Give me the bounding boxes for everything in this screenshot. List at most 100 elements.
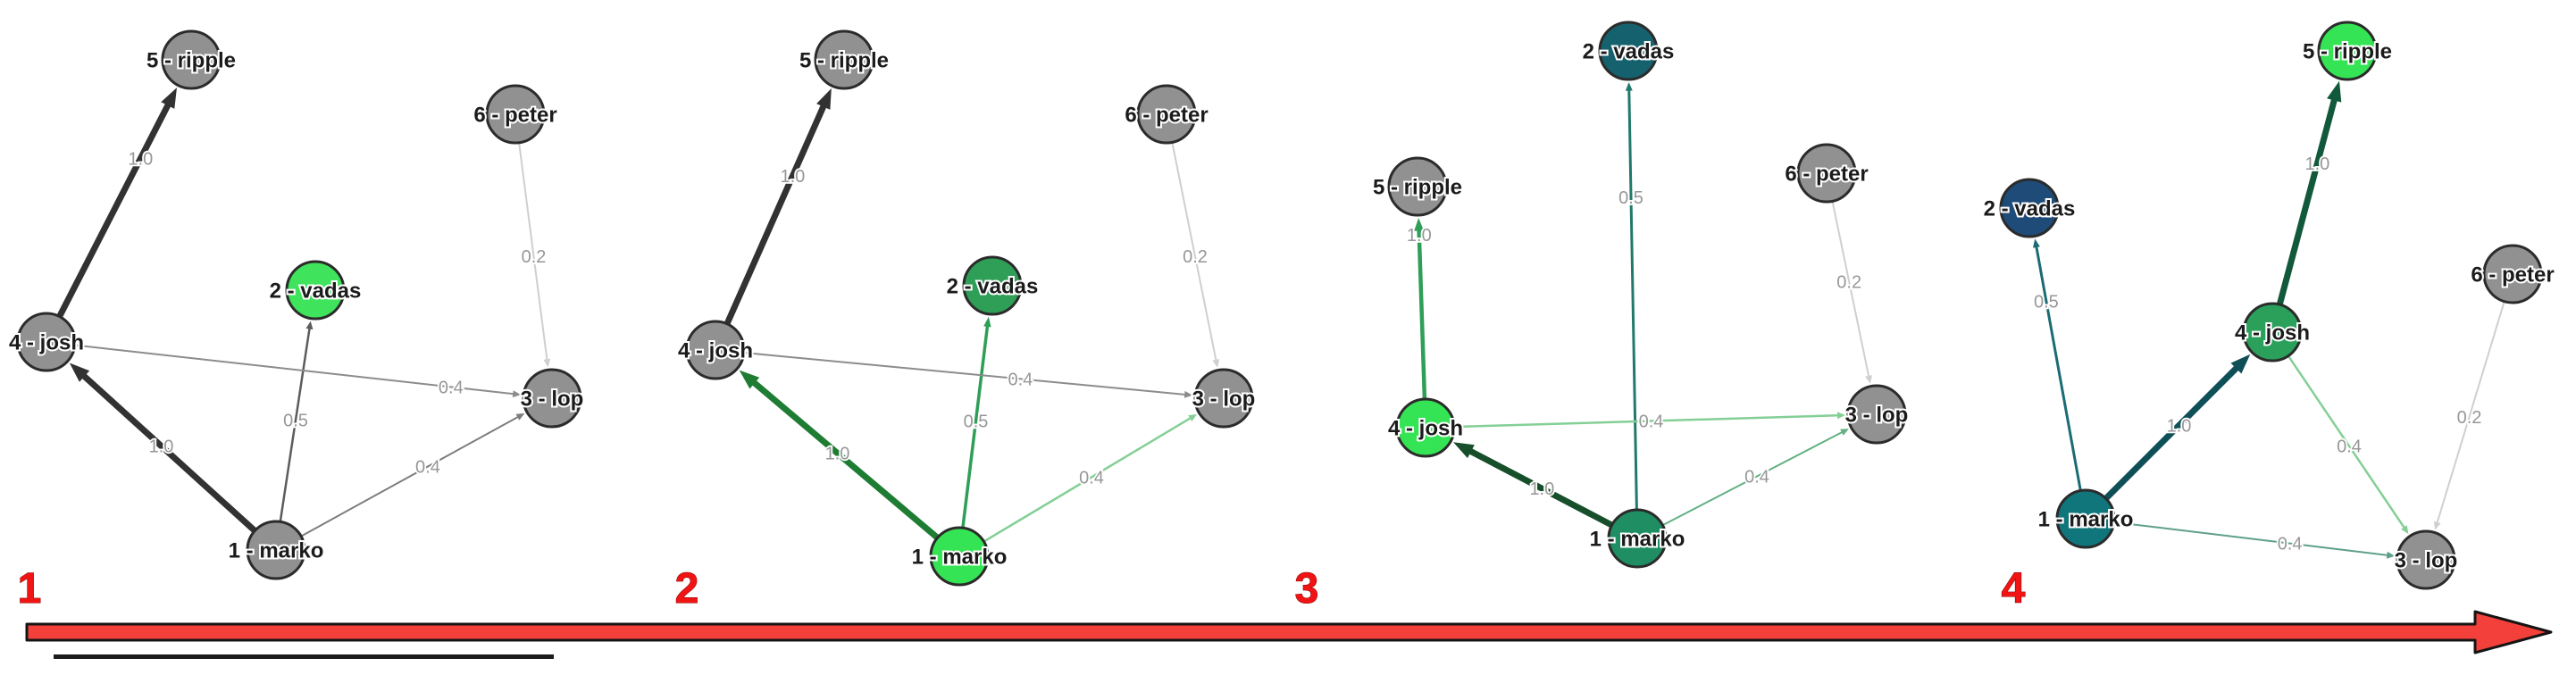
- edge-marko-lop: [2112, 521, 2388, 556]
- arrowhead-marko-lop: [515, 412, 525, 421]
- edge-weight-josh-ripple: 1.0: [128, 150, 153, 170]
- arrowhead-peter-lop: [1212, 359, 1220, 368]
- node-vadas[interactable]: [1598, 21, 1659, 81]
- edge-josh-lop: [742, 352, 1186, 396]
- edge-weight-peter-lop: 0.2: [522, 247, 547, 267]
- node-label-vadas: 2 - vadas: [1583, 39, 1675, 63]
- node-label-marko: 1 - marko: [2038, 507, 2134, 531]
- edge-weight-josh-lop: 0.4: [1008, 370, 1033, 389]
- edge-josh-ripple: [1417, 229, 1427, 402]
- node-label-vadas: 2 - vadas: [947, 274, 1039, 298]
- arrowhead-marko-vadas: [305, 321, 314, 330]
- node-lop[interactable]: [522, 368, 582, 429]
- arrowhead-peter-lop: [543, 358, 551, 368]
- edge-weight-josh-ripple: 1.0: [780, 167, 805, 187]
- edge-weight-marko-josh: 1.0: [2167, 417, 2192, 437]
- node-peter[interactable]: [1796, 143, 1857, 204]
- node-label-peter: 6 - peter: [1785, 162, 1868, 186]
- node-marko[interactable]: [1607, 508, 1668, 569]
- node-lop[interactable]: [2396, 529, 2456, 590]
- arrowhead-marko-josh: [1453, 442, 1475, 459]
- edge-josh-ripple: [56, 102, 171, 321]
- node-ripple[interactable]: [1387, 156, 1448, 217]
- node-peter[interactable]: [485, 84, 546, 145]
- edge-josh-ripple: [723, 103, 827, 328]
- edge-peter-lop: [1171, 141, 1217, 361]
- node-ripple[interactable]: [2317, 21, 2378, 81]
- edge-weight-josh-ripple: 1.0: [2304, 154, 2329, 174]
- node-label-ripple: 5 - ripple: [1373, 175, 1462, 199]
- edge-marko-josh: [2103, 365, 2239, 502]
- edge-weight-marko-vadas: 0.5: [283, 412, 308, 431]
- arrowhead-marko-lop: [1188, 414, 1197, 421]
- node-marko[interactable]: [246, 520, 306, 580]
- node-label-josh: 4 - josh: [678, 338, 753, 362]
- edge-weight-marko-lop: 0.4: [2278, 535, 2303, 554]
- arrowhead-josh-ripple: [161, 88, 177, 109]
- node-vadas[interactable]: [1999, 178, 2060, 238]
- node-lop[interactable]: [1193, 368, 1254, 429]
- edge-marko-vadas: [1627, 89, 1638, 512]
- node-label-peter: 6 - peter: [1125, 103, 1208, 127]
- edge-weight-marko-vadas: 0.5: [2034, 292, 2059, 312]
- timeline-arrow: [25, 610, 2553, 654]
- node-josh[interactable]: [16, 312, 77, 372]
- node-vadas[interactable]: [285, 260, 346, 321]
- edge-weight-marko-vadas: 0.5: [964, 412, 989, 432]
- edge-weight-marko-josh: 1.0: [825, 445, 850, 464]
- node-marko[interactable]: [2055, 488, 2116, 549]
- arrowhead-marko-lop: [1840, 429, 1849, 436]
- arrowhead-marko-vadas: [983, 316, 991, 328]
- edge-weight-marko-josh: 1.0: [149, 438, 174, 457]
- arrowhead-josh-lop: [2401, 525, 2409, 534]
- edge-marko-vadas: [279, 328, 311, 523]
- edge-marko-lop: [1661, 431, 1843, 527]
- node-label-peter: 6 - peter: [2471, 262, 2554, 287]
- arrowhead-peter-lop: [2433, 521, 2441, 530]
- node-marko[interactable]: [929, 526, 990, 587]
- arrowhead-peter-lop: [1865, 375, 1872, 384]
- arrowhead-marko-lop: [2386, 551, 2396, 559]
- node-label-lop: 3 - lop: [2395, 548, 2458, 572]
- arrowhead-marko-josh: [2230, 354, 2251, 374]
- edge-marko-lop: [300, 416, 519, 538]
- node-label-marko: 1 - marko: [229, 538, 324, 562]
- node-label-marko: 1 - marko: [1590, 527, 1685, 551]
- node-josh[interactable]: [685, 320, 746, 380]
- arrowhead-josh-lop: [1183, 390, 1193, 398]
- arrowhead-josh-ripple: [816, 88, 832, 110]
- edge-marko-josh: [1468, 448, 1616, 529]
- edge-peter-lop: [2436, 300, 2505, 523]
- arrowhead-josh-lop: [1836, 412, 1845, 420]
- edge-weight-marko-vadas: 0.5: [1618, 188, 1643, 208]
- node-label-ripple: 5 - ripple: [799, 48, 889, 72]
- edge-weight-marko-josh: 1.0: [1529, 479, 1554, 499]
- step-number-4: 4: [2002, 565, 2026, 612]
- edge-josh-ripple: [2276, 96, 2338, 308]
- node-peter[interactable]: [2482, 244, 2543, 304]
- edge-weight-josh-ripple: 1.0: [1407, 226, 1432, 246]
- node-josh[interactable]: [2242, 302, 2303, 362]
- arrowhead-marko-vadas: [2033, 238, 2040, 248]
- edge-weight-peter-lop: 0.2: [2457, 408, 2482, 428]
- timeline-underline: [54, 654, 554, 659]
- node-lop[interactable]: [1846, 384, 1907, 445]
- node-vadas[interactable]: [962, 255, 1023, 316]
- arrowhead-josh-ripple: [1414, 218, 1424, 231]
- node-josh[interactable]: [1395, 397, 1456, 458]
- arrowhead-marko-vadas: [1625, 82, 1633, 91]
- arrowhead-josh-lop: [512, 390, 522, 398]
- node-label-vadas: 2 - vadas: [1984, 196, 2076, 221]
- node-ripple[interactable]: [814, 29, 874, 90]
- step-number-2: 2: [675, 565, 699, 612]
- node-label-vadas: 2 - vadas: [270, 279, 362, 303]
- node-ripple[interactable]: [161, 29, 222, 90]
- arrowhead-marko-josh: [69, 362, 90, 382]
- node-peter[interactable]: [1136, 84, 1197, 145]
- edge-marko-vadas: [961, 325, 990, 529]
- edge-weight-josh-lop: 0.4: [439, 378, 464, 397]
